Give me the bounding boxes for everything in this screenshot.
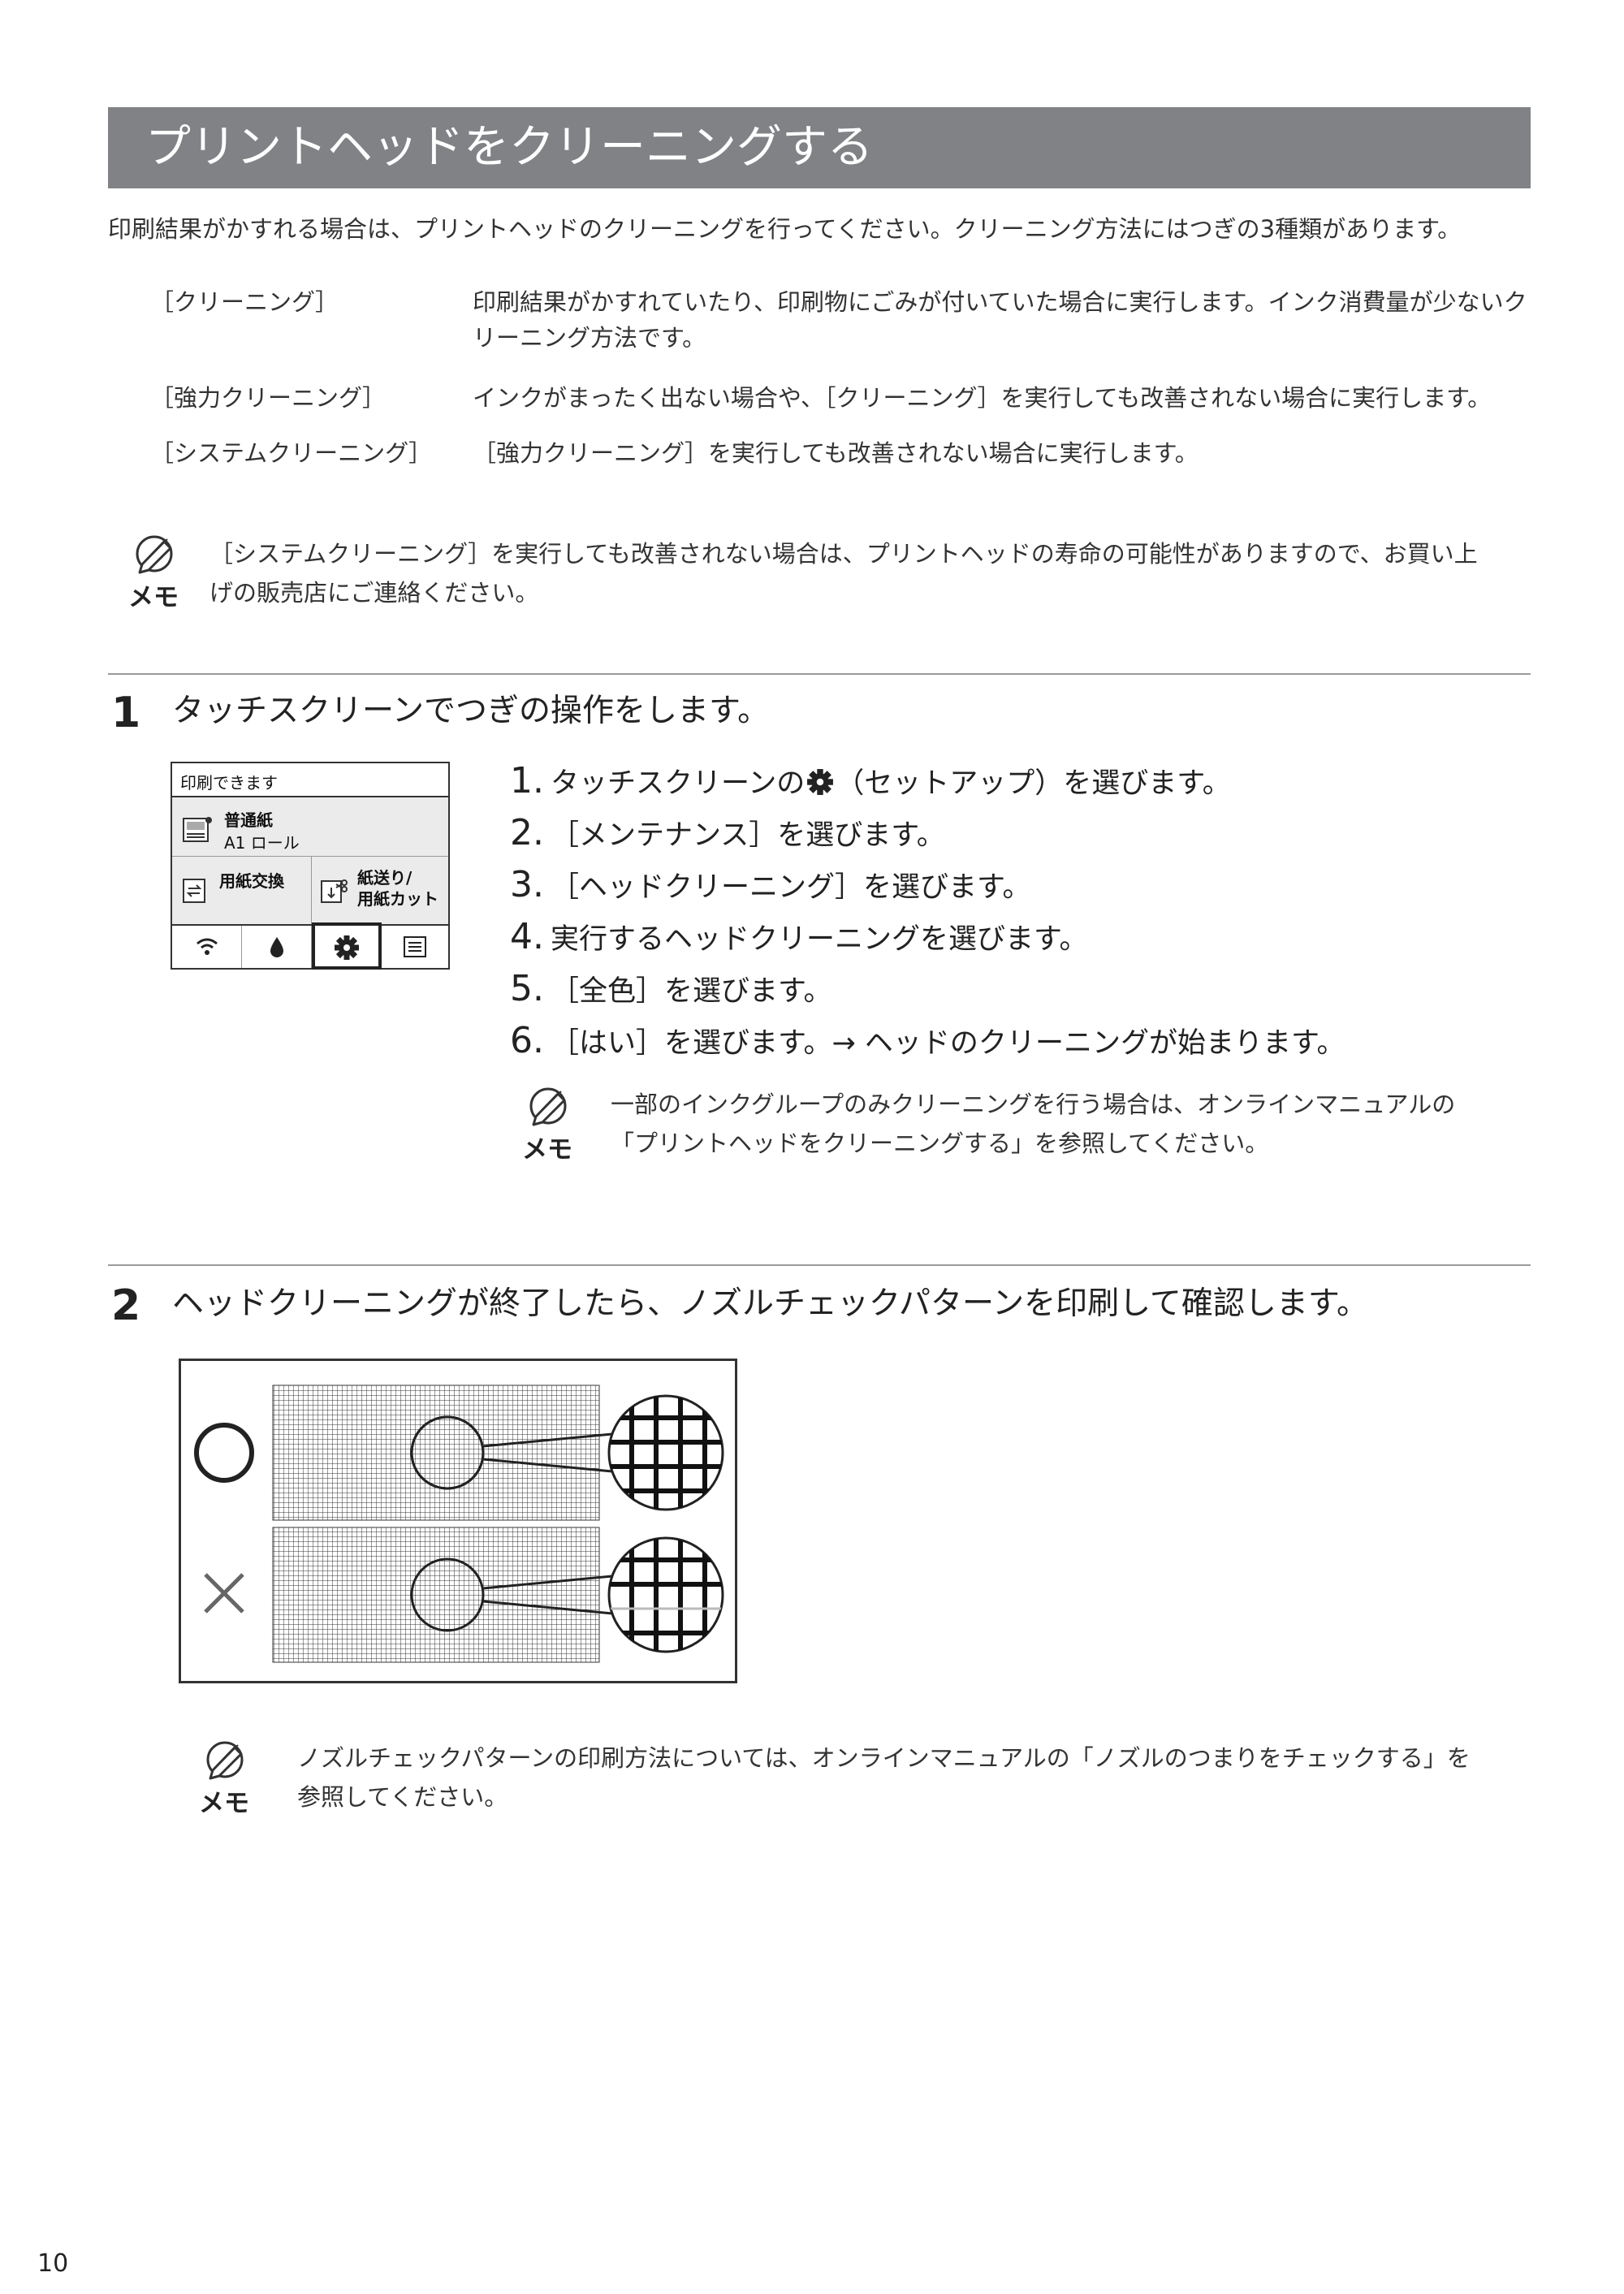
pencil-memo-icon: メモ <box>522 1087 572 1164</box>
good-zoom <box>607 1394 724 1511</box>
substep-3: 3.［ヘッドクリーニング］を選びます。 <box>510 864 1031 905</box>
intro-text: 印刷結果がかすれる場合は、プリントヘッドのクリーニングを行ってください。クリーニ… <box>108 215 1462 243</box>
menu-list-icon <box>404 936 426 957</box>
pencil-memo-icon: メモ <box>128 535 179 612</box>
method-desc-system: ［強力クリーニング］を実行しても改善されない場合に実行します。 <box>473 439 1199 467</box>
substep-1: 1.タッチスクリーンの（セットアップ）を選びます。 <box>510 760 1231 801</box>
gear-icon <box>335 935 359 960</box>
lcd-btn-cut-label: 用紙カット <box>357 889 438 909</box>
lcd-tab-wifi[interactable] <box>172 926 242 968</box>
good-circle-icon <box>194 1423 254 1483</box>
substep-5: 5.［全色］を選びます。 <box>510 968 832 1009</box>
memo3-line2: 参照してください。 <box>297 1783 508 1811</box>
method-term-cleaning: ［クリーニング］ <box>150 288 339 316</box>
lcd-tab-ink[interactable] <box>242 926 312 968</box>
method-desc-cleaning: 印刷結果がかすれていたり、印刷物にごみが付いていた場合に実行します。インク消費量… <box>473 288 1527 352</box>
lcd-btn-replace-label: 用紙交換 <box>219 871 284 891</box>
method-term-strong: ［強力クリーニング］ <box>150 384 387 412</box>
step1-title: タッチスクリーンでつぎの操作をします。 <box>172 693 770 729</box>
ink-drop-icon <box>270 937 283 957</box>
memo-label: メモ <box>128 583 179 612</box>
gear-icon <box>807 769 834 795</box>
lcd-paper-type: 普通紙 <box>224 810 273 830</box>
lcd-btn-feed-cut[interactable]: 紙送り/ 用紙カット <box>312 857 448 925</box>
substep-4: 4.実行するヘッドクリーニングを選びます。 <box>510 916 1088 957</box>
divider <box>108 1264 1531 1266</box>
substep-2: 2.［メンテナンス］を選びます。 <box>510 812 945 853</box>
step2-number: 2 <box>111 1281 141 1330</box>
divider <box>108 673 1531 675</box>
wifi-icon <box>197 938 218 955</box>
cut-icon <box>320 876 351 907</box>
pencil-memo-icon: メモ <box>199 1741 249 1818</box>
memo1-line1: ［システムクリーニング］を実行しても改善されない場合は、プリントヘッドの寿命の可… <box>209 540 1478 568</box>
touchscreen-illustration: 印刷できます 普通紙 A1 ロール 用紙交換 <box>171 762 450 970</box>
method-term-system: ［システムクリーニング］ <box>150 439 433 467</box>
paper-swap-icon <box>182 878 208 907</box>
lcd-tab-setup[interactable] <box>312 922 382 970</box>
lcd-tab-menu[interactable] <box>382 926 448 968</box>
lcd-status: 印刷できます <box>180 773 278 793</box>
page-title: プリントヘッドをクリーニングする <box>145 121 873 174</box>
page-number: 10 <box>37 2249 69 2278</box>
lcd-btn-replace[interactable]: 用紙交換 <box>172 857 312 925</box>
memo1-line2: げの販売店にご連絡ください。 <box>209 579 539 607</box>
memo2-line1: 一部のインクグループのみクリーニングを行う場合は、オンラインマニュアルの <box>611 1091 1456 1118</box>
substep-6: 6.［はい］を選びます。→ ヘッドのクリーニングが始まります。 <box>510 1020 1345 1061</box>
nozzle-check-figure <box>179 1359 737 1683</box>
title-banner: プリントヘッドをクリーニングする <box>108 107 1531 188</box>
memo-label: メモ <box>199 1789 249 1818</box>
lcd-btn-feed-label: 紙送り/ <box>357 868 412 888</box>
lcd-paper-size: A1 ロール <box>224 833 300 853</box>
paper-roll-icon <box>182 814 214 849</box>
step2-title: ヘッドクリーニングが終了したら、ノズルチェックパターンを印刷して確認します。 <box>172 1285 1369 1322</box>
memo2-line2: 「プリントヘッドをクリーニングする」を参照してください。 <box>611 1130 1269 1157</box>
method-desc-strong: インクがまったく出ない場合や、［クリーニング］を実行しても改善されない場合に実行… <box>473 384 1492 412</box>
bad-cross-icon <box>204 1573 244 1614</box>
step1-number: 1 <box>111 689 141 737</box>
memo-icon: メモ <box>520 1084 585 1165</box>
memo-icon: メモ <box>126 532 191 613</box>
nozzle-pattern-illustration <box>194 1385 724 1663</box>
memo-icon: メモ <box>197 1738 261 1819</box>
memo-label: メモ <box>522 1135 572 1164</box>
bad-zoom <box>607 1536 724 1653</box>
memo3-line1: ノズルチェックパターンの印刷方法については、オンラインマニュアルの「ノズルのつま… <box>297 1744 1471 1772</box>
substep-list: 1.タッチスクリーンの（セットアップ）を選びます。 2.［メンテナンス］を選びま… <box>510 762 1525 1087</box>
